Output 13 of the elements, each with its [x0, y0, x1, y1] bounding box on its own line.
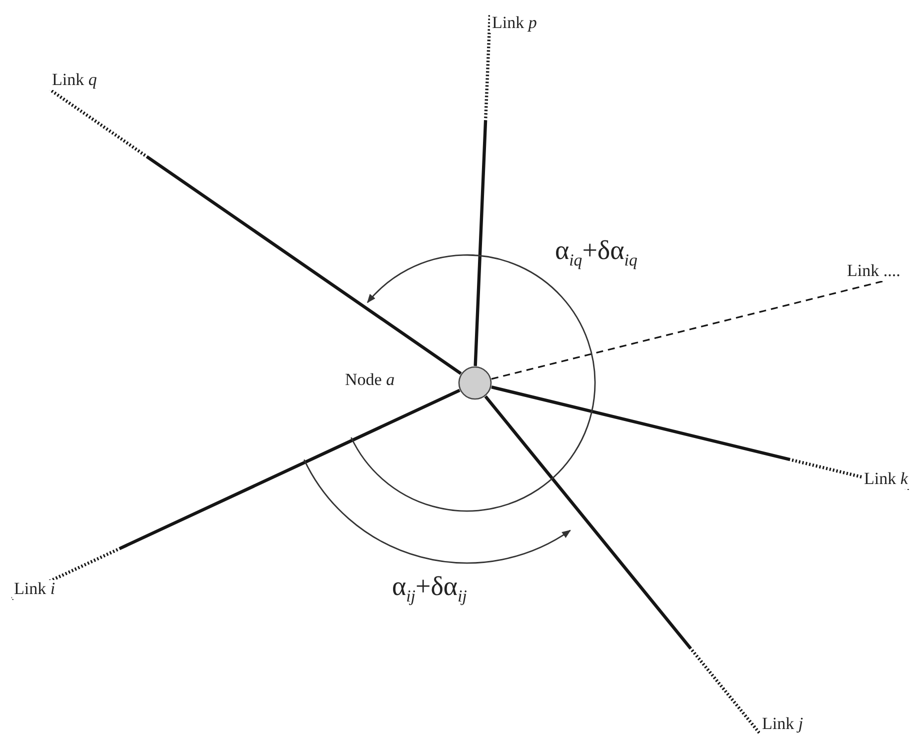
- link-label: Link p: [490, 14, 539, 33]
- link-line: [484, 395, 762, 735]
- link-line: [474, 14, 492, 366]
- node-circle: [458, 366, 492, 400]
- dashed-link-line: [491, 280, 886, 380]
- node-label: Node a: [345, 371, 395, 390]
- link-line: [49, 88, 462, 375]
- link-label: Link k: [862, 470, 910, 489]
- link-label: Link q: [50, 71, 99, 90]
- link-line: [11, 388, 460, 600]
- link-label: Link j: [760, 715, 806, 734]
- link-label: Link i: [12, 580, 58, 599]
- link-line: [491, 386, 910, 490]
